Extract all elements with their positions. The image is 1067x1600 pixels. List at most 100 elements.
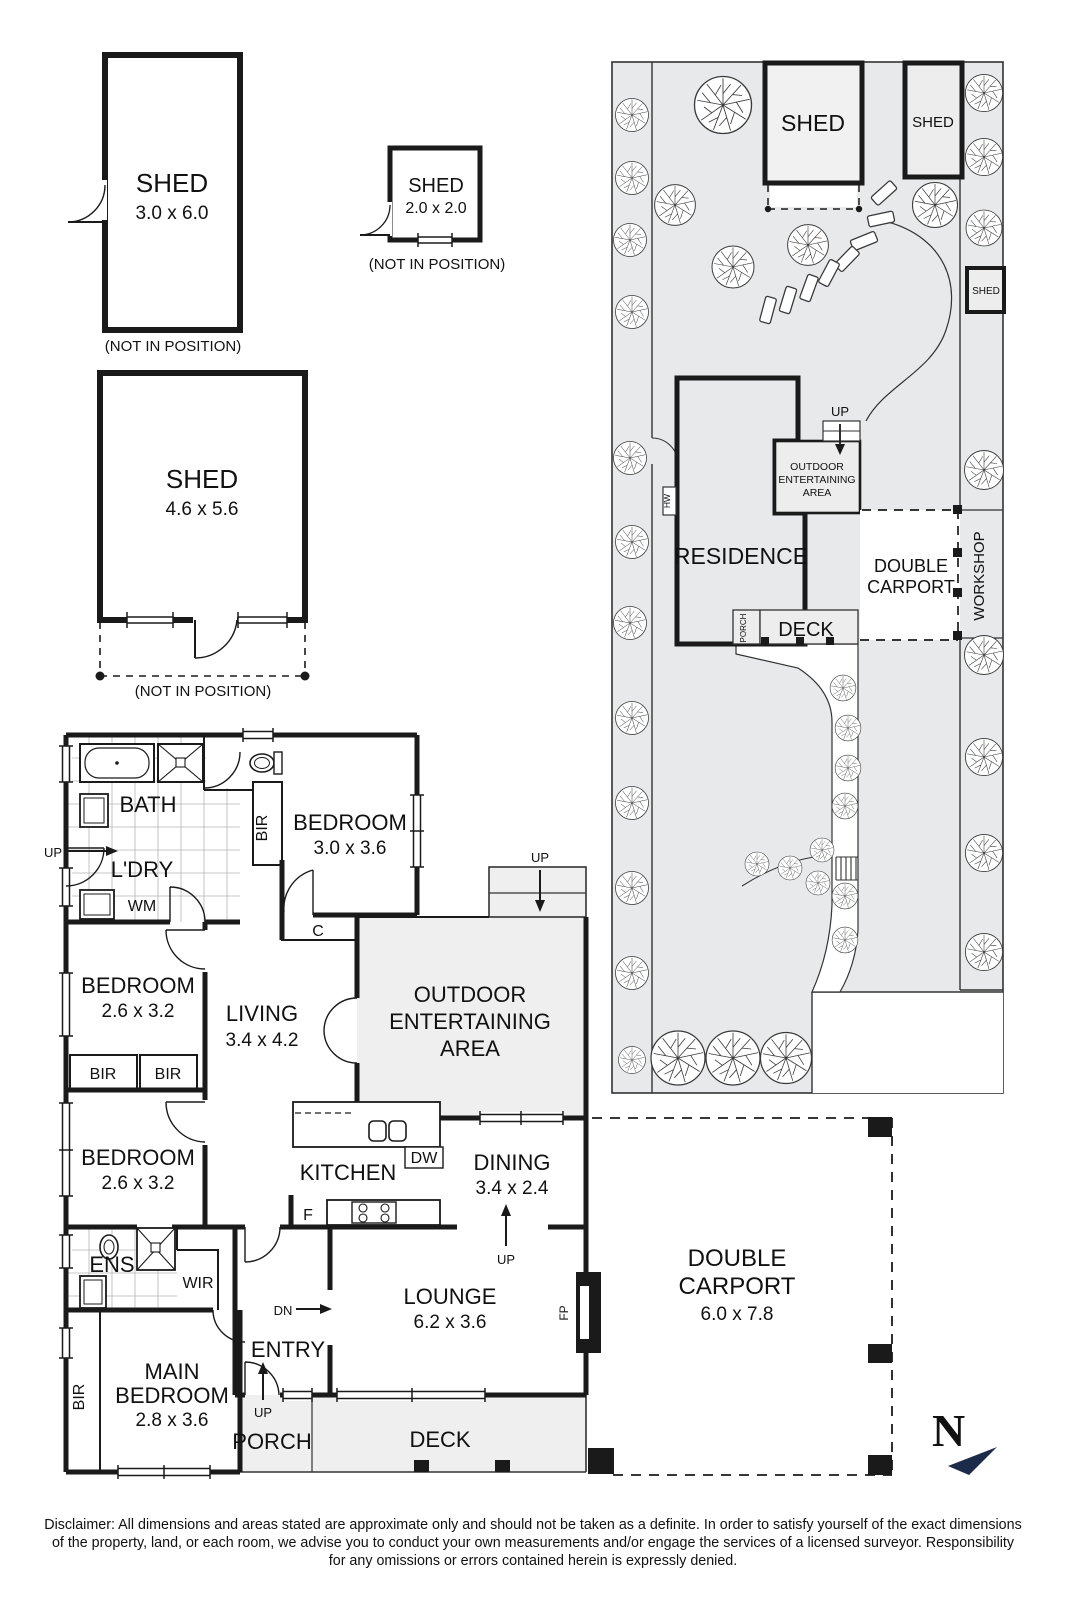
site-walkway-curve: [865, 221, 953, 422]
dw-label: DW: [411, 1150, 439, 1167]
room-wir-label: WIR: [182, 1275, 213, 1292]
room-oea-line3: AREA: [440, 1036, 500, 1061]
garden-steps: [835, 856, 858, 881]
shed-46x56: SHED 4.6 x 5.6 (NOT IN POSITION): [95, 370, 310, 700]
up-porch-label: UP: [254, 1405, 272, 1420]
shed-2x2-dims: 2.0 x 2.0: [405, 200, 466, 217]
wm-label: WM: [128, 898, 156, 915]
walls-thin: [69, 737, 489, 1472]
site-carport-line1: DOUBLE: [874, 556, 948, 576]
room-bath-label: BATH: [119, 792, 176, 817]
room-bedroom3-dims: 2.6 x 3.2: [102, 1173, 175, 1194]
shed-3x6-dims: 3.0 x 6.0: [136, 203, 209, 224]
room-oea-fill: [357, 917, 586, 1118]
shed-2x2-window: [417, 233, 453, 247]
bir-b-label: BIR: [155, 1066, 182, 1083]
north-label: N: [932, 1405, 965, 1456]
room-bedroom1-dims: 3.0 x 3.6: [314, 838, 387, 859]
kitchen-bench: [292, 1101, 444, 1169]
room-bedroom1-label: BEDROOM: [293, 810, 407, 835]
room-ens-label: ENS: [89, 1252, 134, 1277]
site-shed-top-label: SHED: [781, 110, 845, 136]
room-oea-line1: OUTDOOR: [414, 982, 526, 1007]
north-arrowhead-icon: [948, 1447, 997, 1475]
site-residence: OUTDOOR ENTERTAINING AREA RESIDENCE UP H…: [662, 375, 862, 647]
carport-dims: 6.0 x 7.8: [701, 1304, 774, 1325]
shed-2x2-note: (NOT IN POSITION): [369, 256, 505, 273]
cooktop-bench: [326, 1199, 441, 1226]
bir-main-label: BIR: [71, 1384, 88, 1411]
site-hw-label: HW: [662, 494, 672, 508]
site-shed-small: SHED: [965, 266, 1006, 314]
room-oea-line2: ENTERTAINING: [389, 1009, 551, 1034]
room-mainbed-dims: 2.8 x 3.6: [136, 1410, 209, 1431]
room-living-dims: 3.4 x 4.2: [226, 1030, 299, 1051]
site-plan: SHED SHED SHED OUTDOOR ENTERTAINING AREA…: [611, 60, 1006, 1094]
disclaimer-line2: of the property, land, or each room, we …: [52, 1535, 1015, 1551]
shed-46x56-label: SHED: [166, 464, 238, 494]
shed-3x6-label: SHED: [136, 168, 208, 198]
site-oea-line2: ENTERTAINING: [778, 474, 855, 486]
room-bedroom2-dims: 2.6 x 3.2: [102, 1001, 175, 1022]
oea-steps: [488, 866, 587, 918]
room-dining-dims: 3.4 x 2.4: [476, 1178, 549, 1199]
site-residence-label: RESIDENCE: [674, 543, 808, 569]
room-lounge-dims: 6.2 x 3.6: [414, 1312, 487, 1333]
fireplace-icon: [576, 1272, 601, 1353]
room-kitchen-label: KITCHEN: [300, 1160, 397, 1185]
site-deck-label: DECK: [778, 619, 834, 641]
site-workshop-label: WORKSHOP: [971, 531, 988, 620]
room-lounge-label: LOUNGE: [404, 1284, 497, 1309]
shed-46x56-windows: [126, 612, 288, 628]
up-dining-label: UP: [497, 1252, 515, 1267]
site-oea-line3: AREA: [803, 487, 832, 499]
disclaimer-line3: for any omissions or errors contained he…: [329, 1553, 737, 1569]
ens-fixtures: [79, 1227, 176, 1309]
site-up-arrow: [835, 444, 845, 455]
washing-machine-icon: [79, 889, 115, 920]
room-porch-label: PORCH: [232, 1429, 311, 1454]
fp-label: FP: [557, 1305, 571, 1320]
room-ldry-label: L'DRY: [111, 857, 174, 882]
deck-post: [414, 1460, 429, 1472]
bir-closet-label: BIR: [254, 815, 271, 842]
site-carport: DOUBLE CARPORT: [860, 505, 962, 641]
shed-46x56-dims: 4.6 x 5.6: [166, 499, 239, 520]
deck-corner-post: [588, 1448, 614, 1474]
room-bedroom3-label: BEDROOM: [81, 1145, 195, 1170]
site-shed-top: SHED: [762, 60, 865, 213]
room-porch-fill: [240, 1395, 312, 1472]
floor-plan: UP BATH L'DRY WM BIR BEDROOM 3.0 x 3.6 C…: [44, 728, 893, 1479]
carport-line1: DOUBLE: [688, 1245, 787, 1272]
dn-label: DN: [274, 1303, 293, 1318]
arrows: [64, 846, 545, 1400]
site-oea-line1: OUTDOOR: [790, 461, 844, 473]
shed-2x2-label: SHED: [408, 175, 464, 197]
room-dining-label: DINING: [474, 1150, 551, 1175]
bir-a-label: BIR: [90, 1066, 117, 1083]
deck-post: [495, 1460, 510, 1472]
site-carport-line2: CARPORT: [867, 577, 955, 597]
site-shed-right: SHED: [902, 60, 965, 180]
site-porch-label: PORCH: [739, 613, 748, 642]
sink-icon: [368, 1120, 387, 1142]
room-entry-label: ENTRY: [251, 1337, 325, 1362]
dishwasher-icon: [404, 1146, 444, 1169]
site-shed-right-label: SHED: [912, 114, 954, 131]
up-oea-label: UP: [531, 850, 549, 865]
up-ldry-label: UP: [44, 845, 62, 860]
fridge-label: F: [303, 1207, 313, 1224]
bathtub-icon: [79, 743, 155, 783]
room-living-label: LIVING: [226, 1001, 298, 1026]
site-oea: [773, 439, 862, 515]
disclaimer-line1: Disclaimer: All dimensions and areas sta…: [44, 1517, 1022, 1533]
cooktop-icon: [351, 1201, 397, 1224]
shed-46x56-note: (NOT IN POSITION): [135, 683, 271, 700]
shed-3x6-note: (NOT IN POSITION): [105, 338, 241, 355]
carport-line2: CARPORT: [679, 1273, 796, 1300]
shower-icon: [157, 743, 204, 783]
floor-carport: [592, 1117, 893, 1476]
room-deck-fill: [312, 1395, 586, 1472]
